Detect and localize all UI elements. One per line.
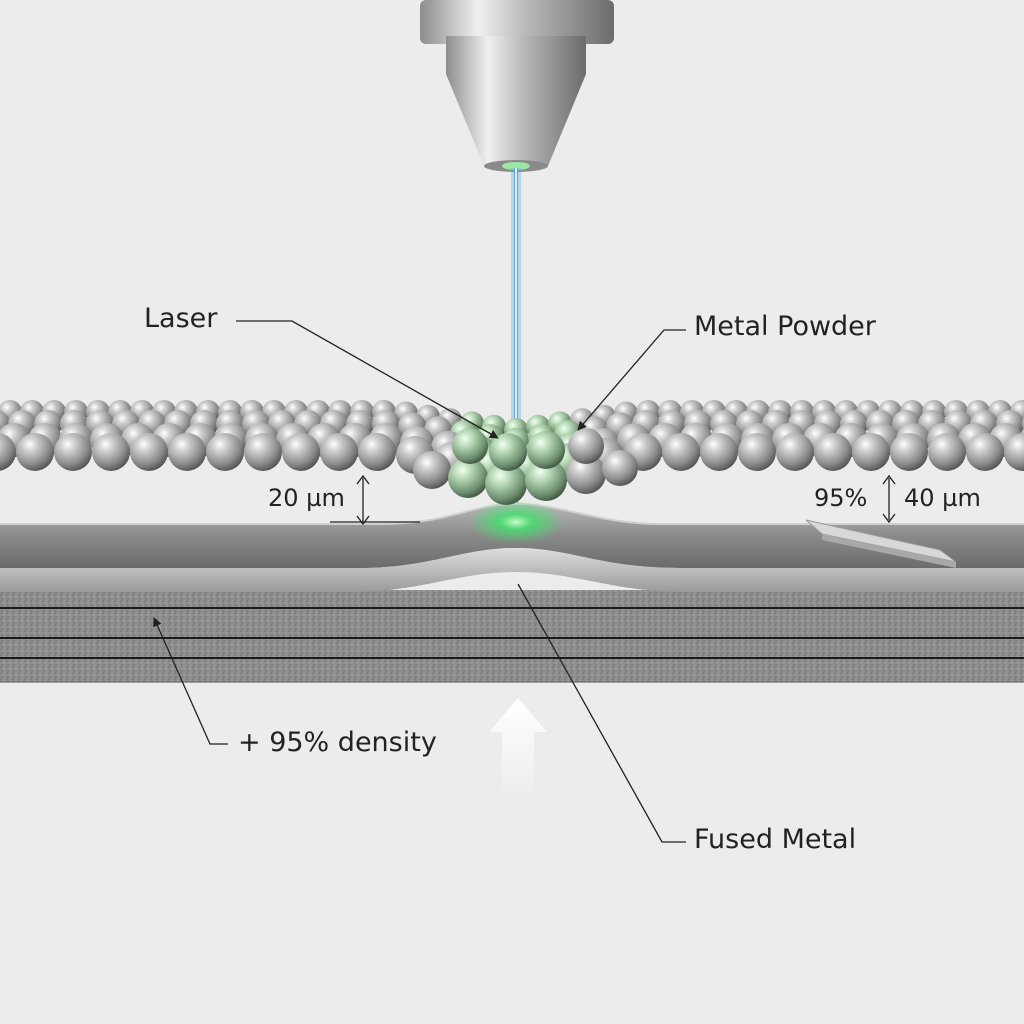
powder-particle [602,450,638,486]
metal-powder-leader-line [577,329,686,431]
metal-powder-front [413,428,638,505]
laser-nozzle [420,0,614,172]
layer-thickness-left-label: 20 µm [268,484,345,512]
powder-particle [168,433,206,471]
metal-powder-layer [0,400,1024,488]
powder-particle [413,451,451,489]
percent-right-label: 95% [814,484,868,512]
powder-particle [738,433,776,471]
powder-particle [92,433,130,471]
powder-particle [0,433,16,471]
powder-particle [966,433,1004,471]
layer-thickness-right-label: 40 µm [904,484,981,512]
powder-particle [206,433,244,471]
laser-leader-line [236,320,499,439]
powder-particle [282,433,320,471]
fused-metal-label: Fused Metal [694,824,857,855]
leader-lines [153,320,896,843]
powder-particle [489,433,527,471]
powder-particle [525,459,567,501]
powder-particle [16,433,54,471]
powder-particle [485,463,527,505]
laser-beam [511,168,521,528]
metal-powder-label: Metal Powder [694,311,876,342]
powder-particle [852,433,890,471]
melt-pool-glow [468,500,564,544]
powder-particle [130,433,168,471]
powder-particle [776,433,814,471]
powder-particle [662,433,700,471]
sample-plate [805,519,957,568]
up-arrow [489,698,547,800]
substrate [0,590,1024,683]
powder-particle [1004,433,1024,471]
density-label: + 95% density [238,727,437,758]
powder-particle [527,431,565,469]
powder-particle [320,433,358,471]
powder-particle [448,458,488,498]
powder-particle [54,433,92,471]
powder-particle [928,433,966,471]
fused-metal-leader-line [517,583,686,843]
powder-particle [700,433,738,471]
powder-particle [568,428,604,464]
powder-particle [244,433,282,471]
powder-particle [890,433,928,471]
laser-label: Laser [144,303,218,334]
density-leader-line [153,617,228,745]
powder-particle [358,433,396,471]
powder-particle [566,454,606,494]
powder-particle [452,428,488,464]
powder-particle [814,433,852,471]
